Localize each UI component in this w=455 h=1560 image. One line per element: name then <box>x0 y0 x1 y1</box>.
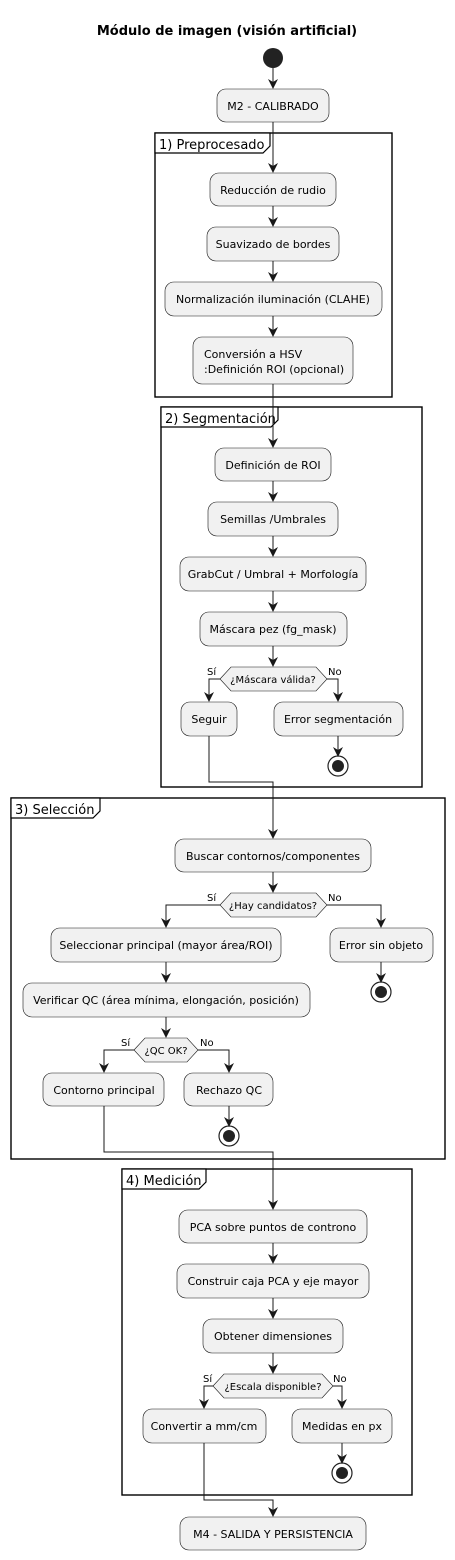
edges <box>99 68 386 1517</box>
activity-m2-calibrado: M2 - CALIBRADO <box>216 88 330 123</box>
activity-definicion-roi: Definición de ROI <box>214 447 332 482</box>
activity-label: Error segmentación <box>284 713 392 726</box>
activity-label: Suavizado de bordes <box>216 238 331 251</box>
decision-label: ¿Hay candidatos? <box>229 901 317 912</box>
activity-label: Reducción de rudio <box>220 184 326 197</box>
activity-label: Verificar QC (área mínima, elongación, p… <box>33 994 299 1007</box>
activity-label: M2 - CALIBRADO <box>227 100 319 113</box>
activity-label: Seleccionar principal (mayor área/ROI) <box>59 939 272 952</box>
no-label: No <box>333 1374 347 1385</box>
activity-buscar-contornos: Buscar contornos/componentes <box>174 838 372 873</box>
activity-label: GrabCut / Umbral + Morfología <box>188 568 359 581</box>
partition-medicion: 4) Medición <box>121 1168 413 1496</box>
partition-title-medicion: 4) Medición <box>126 1174 202 1189</box>
yes-label: Sí <box>203 1373 213 1385</box>
stop-node-qc <box>218 1125 240 1147</box>
activity-pca-puntos: PCA sobre puntos de controno <box>178 1209 368 1244</box>
activity-seguir: Seguir <box>180 701 238 737</box>
activity-contorno-principal: Contorno principal <box>42 1072 165 1107</box>
activity-label: Error sin objeto <box>339 939 423 952</box>
activity-rechazo-qc: Rechazo QC <box>183 1072 274 1107</box>
decision-escala-disponible: ¿Escala disponible? <box>212 1373 334 1399</box>
activity-construir-caja-pca: Construir caja PCA y eje mayor <box>176 1263 370 1299</box>
yes-label: Sí <box>207 666 217 678</box>
activity-label: Construir caja PCA y eje mayor <box>188 1275 359 1288</box>
activity-convertir-mm: Convertir a mm/cm <box>142 1408 267 1444</box>
decision-label: ¿QC OK? <box>144 1046 187 1057</box>
activity-grabcut: GrabCut / Umbral + Morfología <box>179 556 367 592</box>
stop-node-segmentacion <box>327 755 349 777</box>
activity-semillas-umbrales: Semillas /Umbrales <box>207 501 339 537</box>
activity-label: Convertir a mm/cm <box>151 1420 258 1433</box>
activity-verificar-qc: Verificar QC (área mínima, elongación, p… <box>22 982 311 1018</box>
activity-m4-salida: M4 - SALIDA Y PERSISTENCIA <box>179 1516 367 1551</box>
yes-label: Sí <box>121 1037 131 1049</box>
activity-label: Seguir <box>191 713 227 726</box>
no-label: No <box>328 667 342 678</box>
activity-normalizacion-clahe: Normalización iluminación (CLAHE) <box>164 281 383 317</box>
activity-label: Buscar contornos/componentes <box>186 850 360 863</box>
decision-label: ¿Escala disponible? <box>224 1382 321 1393</box>
start-node <box>263 48 283 68</box>
activity-label-line1: Conversión a HSV <box>204 348 303 361</box>
no-label: No <box>200 1038 214 1049</box>
activity-label: Medidas en px <box>302 1420 382 1433</box>
activity-reduccion-ruido: Reducción de rudio <box>209 172 337 207</box>
activity-label: Contorno principal <box>53 1084 154 1097</box>
partition-title-seleccion: 3) Selección <box>15 803 94 818</box>
activity-label: Normalización iluminación (CLAHE) <box>176 293 370 306</box>
activity-seleccionar-principal: Seleccionar principal (mayor área/ROI) <box>50 927 282 963</box>
activity-error-sin-objeto: Error sin objeto <box>329 927 434 963</box>
activity-medidas-px: Medidas en px <box>291 1408 393 1444</box>
no-label: No <box>328 893 342 904</box>
diagram-title: Módulo de imagen (visión artificial) <box>97 24 357 39</box>
partition-title-preprocesado: 1) Preprocesado <box>159 138 265 153</box>
activity-label: Semillas /Umbrales <box>220 513 326 526</box>
activity-label: Máscara pez (fg_mask) <box>209 623 336 636</box>
decision-qc-ok: ¿QC OK? <box>133 1037 199 1063</box>
activity-label: M4 - SALIDA Y PERSISTENCIA <box>193 1528 353 1541</box>
yes-label: Sí <box>207 892 217 904</box>
decision-mascara-valida: ¿Máscara válida? <box>219 666 328 692</box>
activity-label: PCA sobre puntos de controno <box>190 1221 357 1234</box>
partition-title-segmentacion: 2) Segmentación <box>165 412 276 427</box>
partition-segmentacion: 2) Segmentación <box>160 406 423 788</box>
activity-label: Definición de ROI <box>225 459 320 472</box>
stop-node-medicion <box>331 1462 353 1484</box>
activity-label: Obtener dimensiones <box>214 1330 332 1343</box>
decision-label: ¿Máscara válida? <box>230 674 316 686</box>
stop-node-seleccion <box>370 981 392 1003</box>
activity-label-line2: :Definición ROI (opcional) <box>204 363 344 376</box>
activity-label: Rechazo QC <box>196 1084 262 1097</box>
activity-obtener-dimensiones: Obtener dimensiones <box>202 1318 344 1354</box>
activity-suavizado-bordes: Suavizado de bordes <box>206 226 340 262</box>
decision-hay-candidatos: ¿Hay candidatos? <box>219 892 328 918</box>
partition-seleccion: 3) Selección <box>10 797 446 1160</box>
activity-conversion-hsv: Conversión a HSV :Definición ROI (opcion… <box>192 336 354 385</box>
activity-error-segmentacion: Error segmentación <box>273 701 404 737</box>
activity-mascara-pez: Máscara pez (fg_mask) <box>199 611 348 647</box>
